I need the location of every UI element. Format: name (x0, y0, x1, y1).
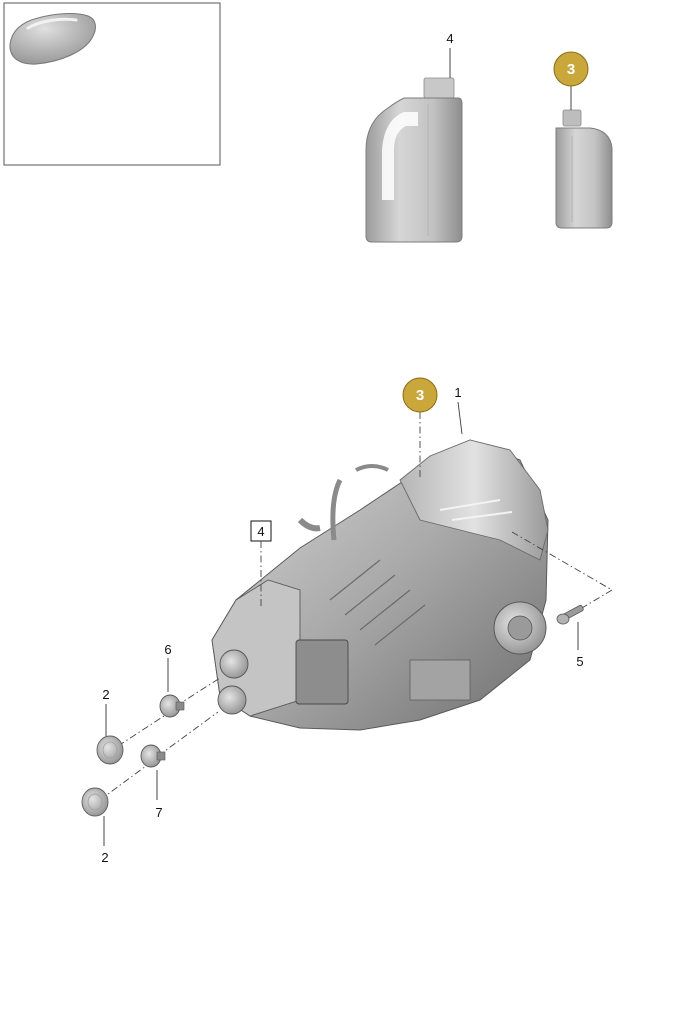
transmission-assembly (211, 439, 549, 731)
callout-transmission: 1 (454, 385, 461, 400)
oil-canister (365, 77, 463, 243)
callout-oil-canister: 4 (446, 31, 453, 46)
callout-bolt: 5 (576, 654, 583, 669)
callout-badge-oil-bottle: 3 (553, 51, 589, 87)
flange-nut-upper (159, 694, 185, 718)
svg-text:4: 4 (257, 524, 264, 539)
car-silhouette-icon (9, 13, 96, 65)
sealing-cap-lower (81, 787, 109, 817)
callout-flange-lower: 7 (155, 805, 162, 820)
svg-text:3: 3 (567, 61, 575, 78)
vehicle-thumbnail (3, 2, 221, 166)
callout-cap-upper: 2 (102, 687, 109, 702)
mounting-bolt (556, 605, 584, 625)
callout-assembly-box: 4 (250, 520, 272, 542)
oil-bottle (555, 109, 613, 229)
sealing-cap-upper (96, 735, 124, 765)
flange-nut-lower (140, 744, 166, 768)
callout-flange-upper: 6 (164, 642, 171, 657)
callout-badge-transmission: 3 (402, 377, 438, 413)
callout-cap-lower: 2 (101, 850, 108, 865)
svg-text:3: 3 (416, 387, 424, 404)
